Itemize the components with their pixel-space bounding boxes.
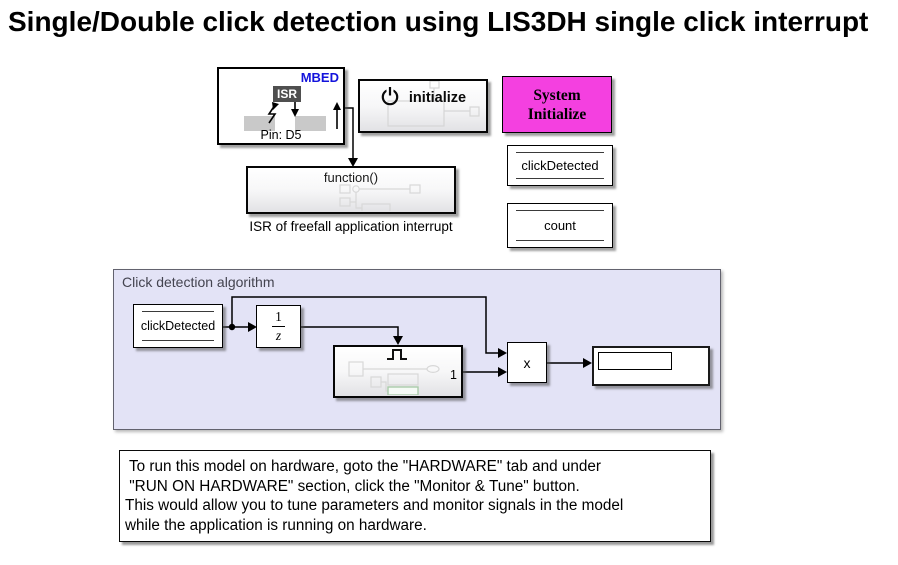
- green-state-icon: [387, 386, 419, 395]
- subsystem-output-port: 1: [450, 368, 457, 382]
- isr-block-caption: ISR of freefall application interrupt: [249, 219, 453, 234]
- data-store-read-clickdetected[interactable]: clickDetected: [133, 304, 223, 348]
- fraction-bar: [272, 326, 285, 327]
- unit-delay-block[interactable]: 1 z: [256, 305, 301, 348]
- data-store-line: [142, 340, 214, 341]
- data-store-clickdetected[interactable]: clickDetected: [507, 145, 613, 186]
- function-header: function(): [323, 170, 379, 185]
- note-line-2: "RUN ON HARDWARE" section, click the "Mo…: [125, 477, 580, 495]
- pcb-pad-left: [244, 116, 275, 131]
- mbed-tag-label: MBED: [300, 70, 339, 85]
- x-block[interactable]: x: [507, 342, 547, 383]
- triggered-subsystem-block[interactable]: 1: [333, 345, 463, 398]
- data-store-count-label: count: [544, 218, 576, 233]
- system-initialize-block[interactable]: System Initialize: [502, 76, 612, 133]
- triggered-subsystem-thumbnail: [348, 349, 440, 395]
- data-store-line: [516, 178, 604, 179]
- data-store-line: [516, 210, 604, 211]
- mbed-interrupt-block[interactable]: MBED ISR Pin: D5: [217, 67, 345, 145]
- hardware-instructions-note[interactable]: To run this model on hardware, goto the …: [119, 450, 711, 542]
- unit-delay-denominator: z: [275, 328, 282, 343]
- click-detection-area-label: Click detection algorithm: [122, 274, 275, 290]
- note-line-3: This would allow you to tune parameters …: [125, 497, 624, 514]
- pin-label: Pin: D5: [260, 128, 302, 142]
- initialize-header: initialize: [360, 86, 486, 106]
- data-store-line: [516, 152, 604, 153]
- data-store-clickdetected-label: clickDetected: [521, 158, 599, 173]
- display-block[interactable]: [592, 346, 710, 386]
- system-initialize-line2: Initialize: [527, 105, 587, 123]
- initialize-subsystem-block[interactable]: initialize: [358, 79, 488, 133]
- pcb-pad-right: [295, 116, 326, 131]
- note-line-4: while the application is running on hard…: [125, 516, 427, 534]
- interrupt-arrows-icon: [267, 102, 341, 129]
- isr-function-subsystem-block[interactable]: function(): [246, 166, 456, 214]
- display-value-field: [598, 352, 672, 370]
- trigger-pulse-icon: [387, 349, 407, 360]
- data-store-count[interactable]: count: [507, 203, 613, 248]
- power-icon: [381, 86, 399, 106]
- isr-chip-label: ISR: [273, 86, 301, 102]
- initialize-label: initialize: [408, 90, 467, 106]
- data-store-line: [516, 240, 604, 241]
- unit-delay-numerator: 1: [275, 309, 282, 324]
- note-line-1: To run this model on hardware, goto the …: [125, 458, 601, 475]
- read-clickdetected-label: clickDetected: [140, 319, 216, 333]
- x-block-label: x: [523, 354, 531, 371]
- system-initialize-line1: System: [533, 86, 581, 104]
- data-store-line: [142, 311, 214, 312]
- subsystem-thumbnail-icon: [339, 184, 421, 211]
- model-title: Single/Double click detection using LIS3…: [8, 6, 869, 37]
- subsystem-thumbnail-icon: [387, 81, 480, 127]
